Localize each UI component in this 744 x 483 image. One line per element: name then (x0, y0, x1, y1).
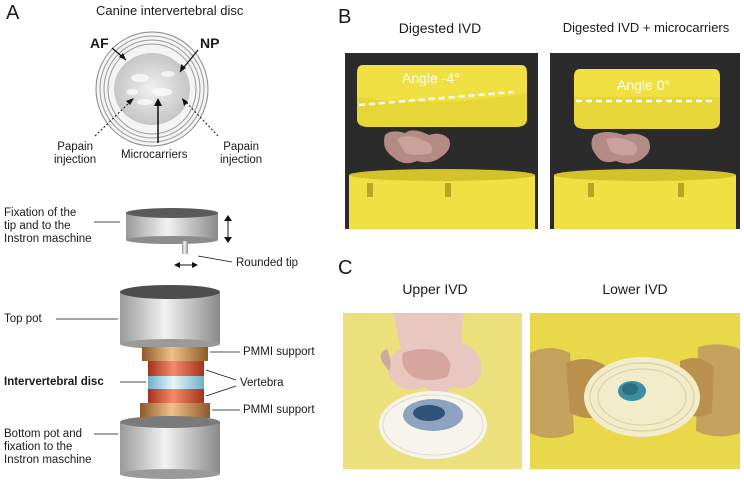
photo-b-left (345, 53, 538, 229)
bottom-pot-label: Bottom pot and fixation to the Instron m… (4, 428, 92, 466)
panel-c-letter: C (338, 257, 353, 279)
panel-b-left-title: Digested IVD (398, 20, 482, 36)
panel-a-title: Canine intervertebral disc (96, 3, 244, 18)
panel-b-right-title: Digested IVD + microcarriers (562, 20, 730, 35)
panel-c-left-title: Upper IVD (402, 281, 468, 297)
af-label: AF (90, 35, 109, 51)
loading-fixture (126, 208, 218, 254)
photo-c-upper (343, 313, 522, 469)
pmmi-upper-label: PMMI support (243, 346, 315, 358)
angle-right-label: Angle 0° (617, 77, 671, 93)
vertebra-label: Vertebra (240, 377, 284, 389)
vertebra-lower (148, 389, 204, 403)
pmmi-lower-label: PMMI support (243, 404, 315, 416)
panel-c-right-title: Lower IVD (602, 281, 668, 297)
ivd-layer (148, 376, 204, 389)
fixation-label: Fixation of the tip and to the Instron m… (4, 207, 92, 245)
ivd-label: Intervertebral disc (4, 376, 104, 388)
pmmi-lower (140, 403, 210, 418)
photo-b-right (550, 53, 740, 229)
top-pot-label: Top pot (4, 313, 42, 325)
panel-a-letter: A (6, 2, 20, 24)
bottom-pot (120, 416, 220, 479)
top-pot (120, 285, 220, 349)
np-label: NP (200, 35, 220, 51)
angle-left-label: Angle -4° (402, 70, 460, 86)
disc-diagram (56, 31, 240, 479)
pmmi-upper (142, 347, 208, 361)
photo-c-lower (530, 313, 740, 469)
nucleus-pulposus (114, 53, 190, 125)
microcarriers-label: Microcarriers (121, 149, 188, 161)
panel-b-letter: B (338, 6, 352, 28)
vertebra-upper (148, 361, 204, 376)
rounded-tip-label: Rounded tip (236, 257, 299, 269)
